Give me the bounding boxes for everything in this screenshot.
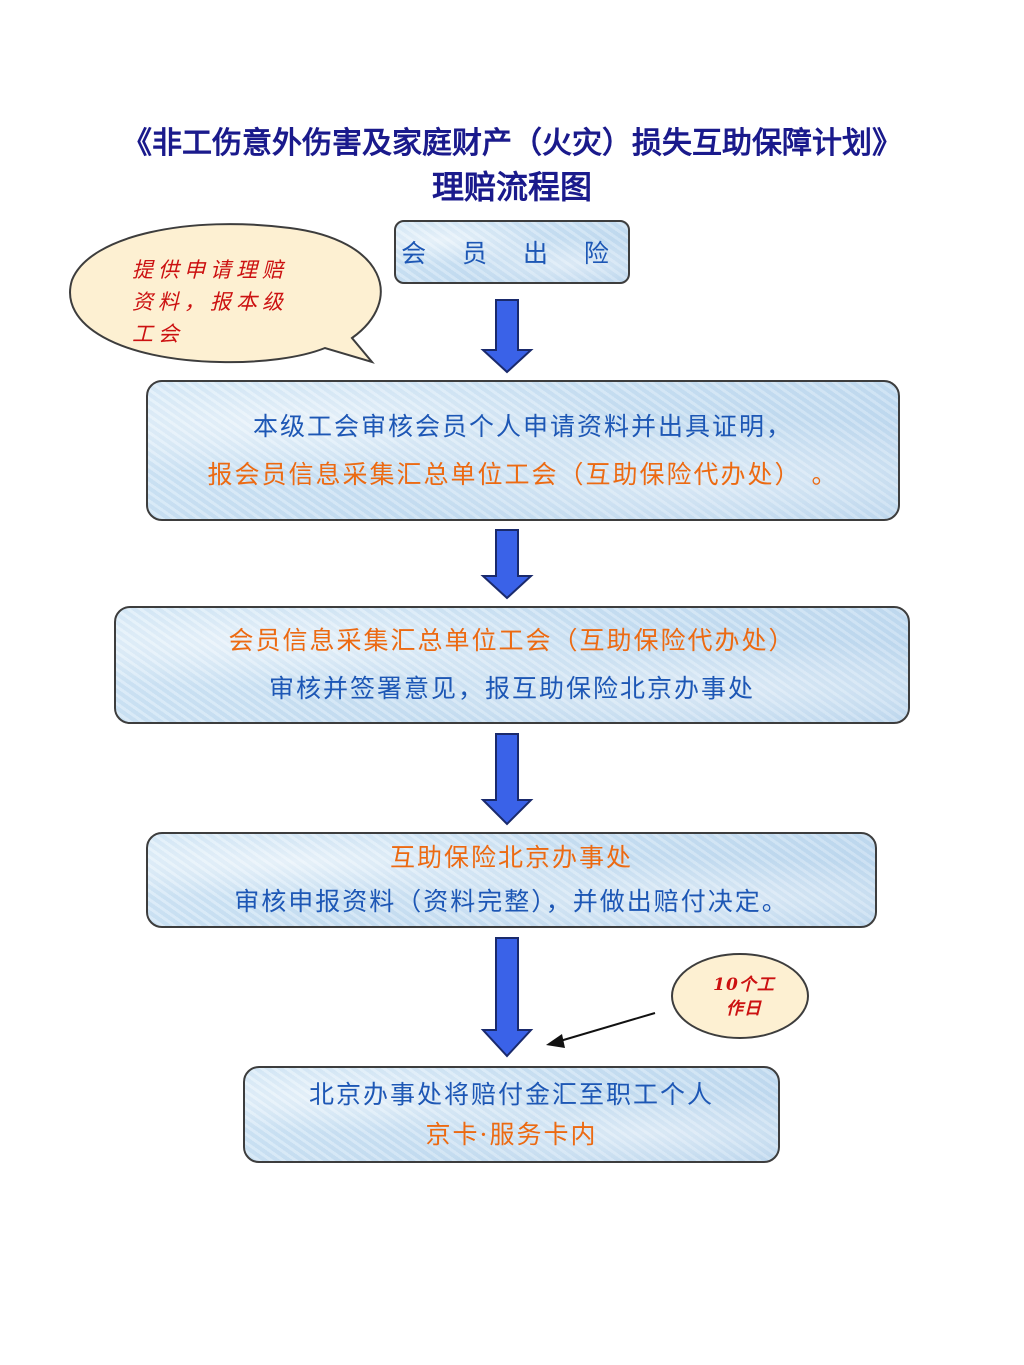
duration-callout-line-1: 10个工 [713,975,775,995]
step-2-line-1: 本级工会审核会员个人申请资料并出具证明， [252,411,793,441]
flow-arrow-3 [480,733,534,826]
step-5-line-2: 京卡·服务卡内 [425,1119,598,1149]
step-2-line-2: 报会员信息采集汇总单位工会（互助保险代办处） 。 [207,459,839,489]
diagram-title: 《非工伤意外伤害及家庭财产（火灾）损失互助保障计划》 [122,126,902,161]
duration-callout-line-2: 作日 [726,999,762,1019]
step-box-payout: 北京办事处将赔付金汇至职工个人 京卡·服务卡内 [243,1066,780,1163]
materials-callout-line-2: 资料，报本级 [132,290,288,314]
oval-callout [671,953,809,1039]
pointer-arrow-head [546,1034,565,1048]
flow-arrow-2 [480,529,534,600]
step-box-beijing-office-decision: 互助保险北京办事处 审核申报资料（资料完整），并做出赔付决定。 [146,832,877,928]
diagram-subtitle: 理赔流程图 [431,168,592,206]
duration-callout-text: 10个工 作日 [696,973,792,1021]
step-box-local-union-review: 本级工会审核会员个人申请资料并出具证明， 报会员信息采集汇总单位工会（互助保险代… [146,380,900,521]
step-3-line-1: 会员信息采集汇总单位工会（互助保险代办处） [228,626,796,655]
step-1-text: 会 员 出 险 [401,239,623,268]
step-box-collection-unit-review: 会员信息采集汇总单位工会（互助保险代办处） 审核并签署意见，报互助保险北京办事处 [114,606,910,724]
flow-arrow-4 [480,937,534,1058]
step-5-line-1: 北京办事处将赔付金汇至职工个人 [308,1079,714,1109]
materials-callout-line-3: 工会 [132,322,184,346]
flow-arrow-1 [480,299,534,374]
step-box-member-incident: 会 员 出 险 [394,220,630,284]
materials-callout-text: 提供申请理赔 资料，报本级 工会 [132,254,332,350]
pointer-arrow-line [559,1012,656,1042]
step-4-line-1: 互助保险北京办事处 [389,843,633,872]
speech-bubble-callout [69,223,382,364]
materials-callout-line-1: 提供申请理赔 [132,258,288,282]
step-4-line-2: 审核申报资料（资料完整），并做出赔付决定。 [234,887,789,916]
step-3-line-2: 审核并签署意见，报互助保险北京办事处 [268,674,755,703]
